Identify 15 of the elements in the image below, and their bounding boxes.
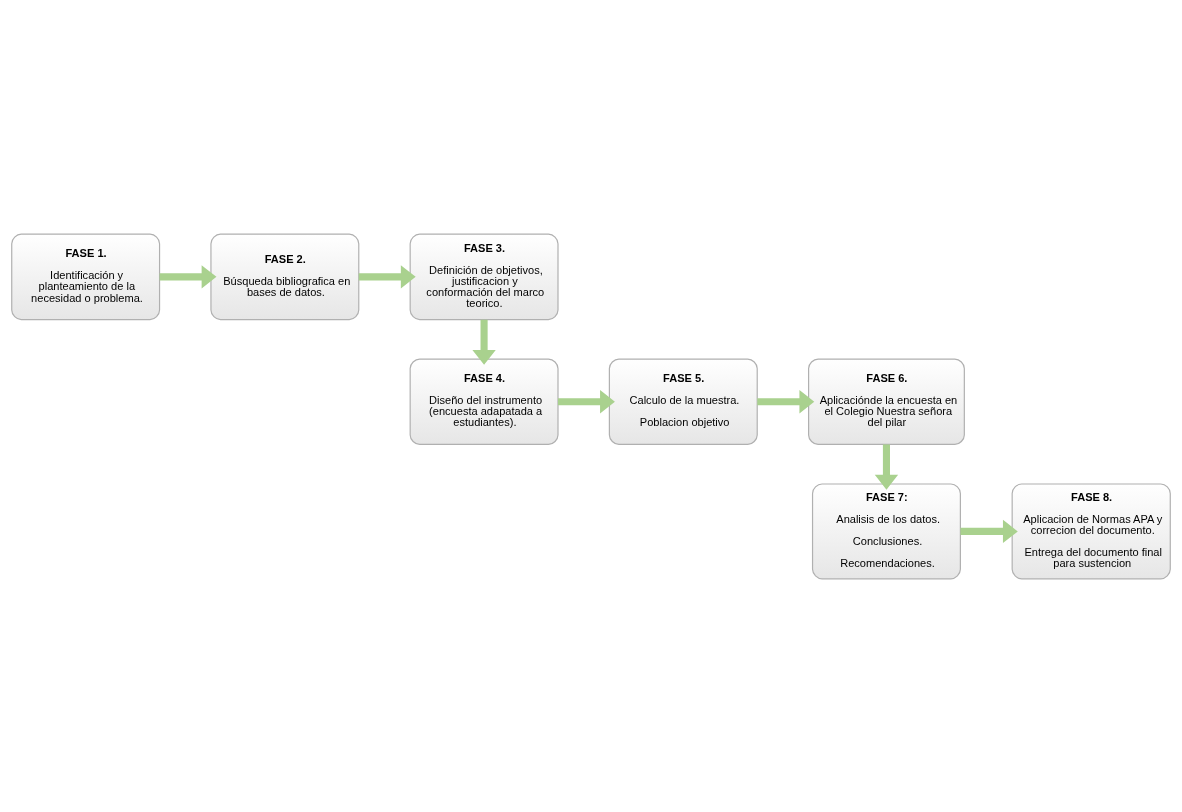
arrow: [960, 519, 1018, 543]
node-box: FASE 1. Identificación y planteamiento de la necesidad o problema.: [11, 233, 161, 320]
node-box: FASE 2. Búsqueda bibliografica en bases de datos.: [210, 233, 360, 320]
node-box: FASE 3. Definición de objetivos, justificacion y conformación del marco teorico.: [409, 233, 559, 320]
node-box: FASE 7: Analisis de los datos. Conclusiones. Recomendaciones.: [811, 482, 961, 579]
node-box: FASE 4. Diseño del instrumento (encuesta adapatada a estudiantes).: [409, 357, 559, 445]
arrow: [874, 444, 899, 490]
arrow: [757, 389, 815, 413]
arrow: [472, 319, 496, 365]
node-box: FASE 5. Calculo de la muestra. Poblacion objetivo: [608, 357, 758, 445]
node-box: FASE 8. Aplicacion de Normas APA y correcion del documento. Entrega del documento final para sustencion: [1011, 482, 1171, 579]
arrow: [358, 264, 416, 289]
arrow: [159, 264, 217, 289]
arrow: [558, 389, 615, 413]
node-box: FASE 6. Aplicaciónde la encuesta en el Colegio Nuestra señora del pilar: [808, 357, 965, 445]
